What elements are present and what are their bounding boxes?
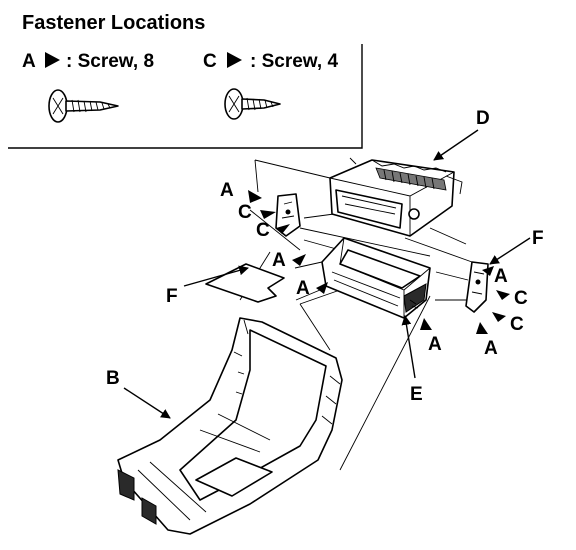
part-f-pad (205, 263, 285, 303)
legend-title: Fastener Locations (22, 12, 205, 34)
fastener-a-arrow-icon (45, 52, 60, 68)
callout-a-label: A (494, 266, 508, 287)
fastener-c-text: : Screw, 4 (250, 51, 338, 72)
fastener-c-arrow-icon (227, 52, 242, 68)
callout-a-label: A (428, 334, 442, 355)
callout-b-label: B (106, 368, 120, 389)
callout-f-right-label: F (532, 228, 544, 249)
callout-f-left-label: F (166, 286, 178, 307)
callout-c-arrow-icon (492, 312, 506, 322)
fastener-a-entry: A : Screw, 8 (22, 51, 154, 123)
fastener-a-letter: A (22, 51, 36, 72)
callout-a-label: A (272, 250, 286, 271)
screw-c-icon (224, 88, 281, 120)
callout-e-leader (401, 315, 416, 379)
callout-c-label: C (256, 220, 270, 241)
callout-e-label: E (410, 384, 423, 405)
callout-a-arrow-icon (420, 318, 432, 330)
callout-a-arrow-icon (248, 190, 262, 203)
callout-a-arrow-icon (482, 266, 494, 276)
callout-f-right-leader (489, 237, 531, 265)
callout-c-arrow-icon (276, 224, 290, 234)
legend-frame (8, 44, 363, 149)
callout-a-arrow-icon (292, 254, 306, 266)
callout-a-label: A (296, 278, 310, 299)
callout-d-leader (433, 129, 479, 161)
screw-a-icon (48, 89, 119, 123)
part-d-pocket (329, 157, 463, 237)
fastener-legend: Fastener Locations A : Screw, 8 C : Scre… (8, 12, 363, 149)
callouts: D B E F F A A A A A A C C C C (106, 108, 544, 419)
callout-a-arrow-icon (316, 282, 328, 294)
part-b-console (117, 317, 343, 535)
left-bracket (275, 193, 301, 237)
callout-c-label: C (238, 202, 252, 223)
callout-a-arrow-icon (476, 322, 488, 334)
callout-a-label: A (484, 338, 498, 359)
callout-a-label: A (220, 180, 234, 201)
callout-b-leader (123, 387, 171, 419)
callout-c-arrow-icon (496, 290, 510, 300)
part-e-pocket (321, 237, 431, 319)
callout-f-left-leader (183, 265, 249, 287)
callout-d-label: D (476, 108, 490, 129)
fastener-a-text: : Screw, 8 (66, 51, 154, 72)
fastener-c-letter: C (203, 51, 217, 72)
callout-c-label: C (514, 288, 528, 309)
callout-c-label: C (510, 314, 524, 335)
right-bracket (465, 261, 489, 313)
callout-c-arrow-icon (260, 210, 276, 219)
fastener-c-entry: C : Screw, 4 (203, 51, 338, 120)
